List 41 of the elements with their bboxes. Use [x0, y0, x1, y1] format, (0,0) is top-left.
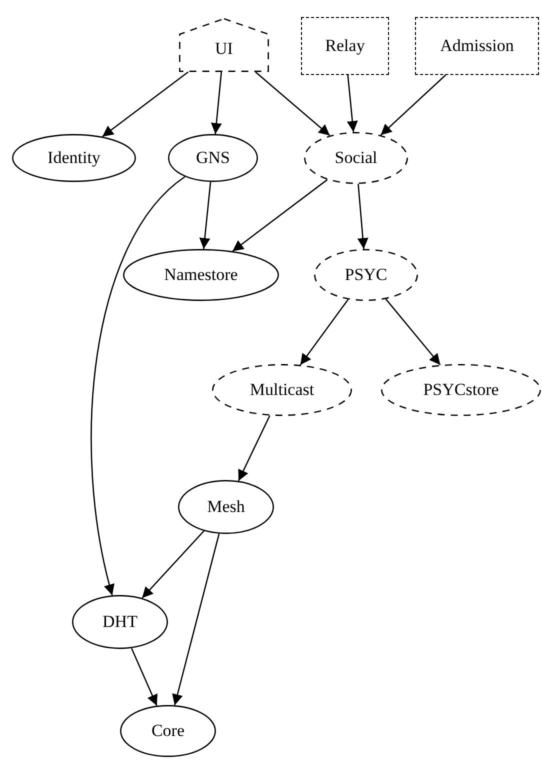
node-label: Namestore [164, 265, 238, 285]
arrow [300, 299, 349, 366]
process-box [301, 17, 389, 75]
ellipse-node [12, 134, 136, 182]
arrow [357, 184, 368, 250]
node-label: PSYCstore [423, 380, 499, 400]
node-label: Core [151, 721, 185, 741]
arrow [380, 74, 446, 136]
node-label: Social [334, 148, 378, 168]
ellipse-node [381, 364, 541, 416]
arrow [102, 71, 189, 138]
ellipse-node [314, 249, 418, 301]
arrow [232, 179, 328, 252]
node-label: Admission [440, 36, 514, 56]
node-label: Multicast [250, 380, 314, 400]
ellipse-node [212, 364, 352, 416]
ellipse-node [72, 595, 168, 649]
ellipse-node [304, 132, 408, 184]
arrow [142, 530, 204, 598]
ellipse-node [178, 480, 274, 534]
process-box [415, 17, 539, 75]
node-label: GNS [196, 148, 230, 168]
arrow [385, 298, 441, 366]
node-label: UI [215, 39, 233, 59]
node-label: PSYC [344, 265, 388, 285]
arrow [346, 74, 358, 132]
ellipse-node [120, 705, 216, 757]
arrow [90, 176, 186, 596]
arrow [210, 72, 222, 134]
node-label: Relay [325, 36, 365, 56]
node-label: Mesh [207, 497, 245, 517]
arrow [199, 182, 212, 250]
arrow [172, 534, 220, 706]
node-label: Identity [48, 148, 100, 168]
ellipse-node [123, 249, 279, 301]
house-node [179, 18, 269, 72]
node-label: DHT [102, 612, 138, 632]
arrow [238, 415, 270, 482]
arrow [130, 648, 158, 706]
arrow [255, 72, 330, 136]
ellipse-node [168, 134, 258, 182]
